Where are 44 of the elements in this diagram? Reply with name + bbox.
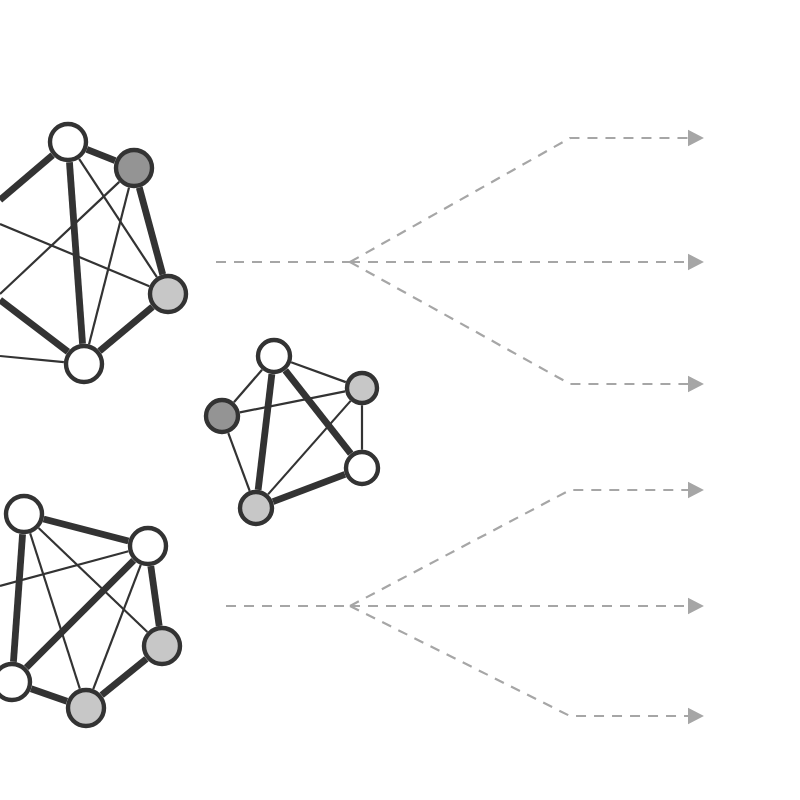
graph-edge — [282, 368, 354, 456]
graph-edge — [23, 557, 137, 671]
graph-edge — [92, 564, 142, 690]
graph-edge — [233, 369, 263, 403]
graph-edge — [360, 405, 364, 450]
graph-edge — [227, 432, 251, 492]
graph-edge — [29, 685, 69, 705]
graph-edge — [0, 181, 121, 295]
graph-edge — [42, 515, 130, 545]
graph-edge — [66, 161, 86, 345]
graph-vertex — [203, 397, 241, 435]
graph-edge — [87, 187, 131, 345]
graph-edge — [0, 223, 150, 288]
graph-edge — [267, 400, 352, 496]
graph-edge — [147, 565, 163, 627]
graph-edge — [239, 390, 346, 414]
graph-edge — [85, 146, 117, 164]
graph-vertex — [47, 121, 89, 163]
graph-edge — [10, 533, 26, 663]
graph-vertex — [63, 343, 105, 385]
graph-edge — [37, 527, 149, 633]
graph-edge — [290, 361, 347, 384]
graph-edge — [29, 532, 81, 690]
graph-edge — [0, 152, 55, 203]
graph-vertex — [343, 449, 381, 487]
graph-vertex — [3, 493, 45, 535]
graph-edge — [97, 304, 155, 354]
graph-vertex — [147, 273, 189, 315]
graph-edge — [254, 373, 276, 491]
graph-vertex — [65, 687, 107, 729]
graph-edge — [0, 297, 70, 355]
graph-edge — [135, 186, 167, 276]
graph-vertex — [127, 525, 169, 567]
graph-edge — [99, 656, 149, 698]
graph-edge — [271, 471, 347, 505]
graph-vertex — [237, 489, 275, 527]
graph-vertex — [255, 337, 293, 375]
graph-vertex — [0, 661, 33, 703]
graph-edge — [78, 158, 158, 278]
graph-vertex — [113, 147, 155, 189]
graph-edge — [0, 550, 129, 588]
graph-vertex — [344, 370, 380, 406]
graph-vertex — [141, 625, 183, 667]
graph-edge — [0, 354, 64, 364]
